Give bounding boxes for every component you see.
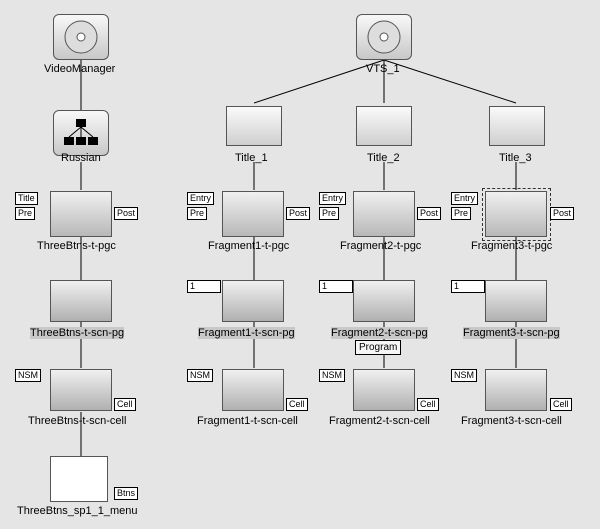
folder-icon[interactable] bbox=[356, 106, 412, 146]
pgc-post-tag: Post bbox=[550, 207, 575, 220]
cell-nsm-tag: NSM bbox=[187, 369, 213, 382]
title3-label: Title_3 bbox=[499, 152, 532, 164]
pgc-pre-tag: Pre bbox=[187, 207, 208, 220]
folder-icon[interactable] bbox=[226, 106, 282, 146]
menu-btns-tag: Btns bbox=[114, 487, 139, 500]
vts-label: VTS_1 bbox=[366, 63, 400, 75]
pgc-title-tag: Title bbox=[15, 192, 38, 205]
program-tooltip: Program bbox=[355, 340, 402, 355]
cell-nsm-tag: NSM bbox=[451, 369, 477, 382]
videomanager-label: VideoManager bbox=[44, 63, 116, 75]
prg-number-tag: 1 bbox=[319, 280, 353, 293]
pgc-label: Fragment3-t-pgc bbox=[471, 240, 553, 252]
pgc-entry-tag: Entry bbox=[319, 192, 347, 205]
clapperboard-icon[interactable] bbox=[353, 369, 415, 411]
clapperboard-icon[interactable] bbox=[222, 369, 284, 411]
title2-label: Title_2 bbox=[367, 152, 400, 164]
prg-label: ThreeBtns-t-scn-pg bbox=[30, 327, 125, 339]
pgc-entry-tag: Entry bbox=[451, 192, 479, 205]
clapperboard-icon[interactable] bbox=[222, 280, 284, 322]
hierarchy-icon[interactable] bbox=[53, 110, 109, 156]
clapperboard-icon[interactable] bbox=[50, 280, 112, 322]
russian-label: Russian bbox=[61, 152, 101, 164]
cell-cell-tag: Cell bbox=[550, 398, 572, 411]
clapperboard-icon[interactable] bbox=[485, 280, 547, 322]
film-reel-icon[interactable] bbox=[50, 191, 112, 237]
pgc-post-tag: Post bbox=[286, 207, 311, 220]
cell-label: Fragment2-t-scn-cell bbox=[329, 415, 430, 427]
pgc-post-tag: Post bbox=[114, 207, 139, 220]
menu-label: ThreeBtns_sp1_1_menu bbox=[17, 505, 138, 517]
pgc-entry-tag: Entry bbox=[187, 192, 215, 205]
film-reel-icon[interactable] bbox=[485, 191, 547, 237]
menu-icon[interactable] bbox=[50, 456, 108, 502]
cell-cell-tag: Cell bbox=[114, 398, 136, 411]
clapperboard-icon[interactable] bbox=[485, 369, 547, 411]
prg-label: Fragment1-t-scn-pg bbox=[198, 327, 295, 339]
cell-label: Fragment3-t-scn-cell bbox=[461, 415, 562, 427]
pgc-post-tag: Post bbox=[417, 207, 442, 220]
cell-label: ThreeBtns-t-scn-cell bbox=[28, 415, 127, 427]
disc-icon[interactable] bbox=[53, 14, 109, 60]
prg-number-tag: 1 bbox=[451, 280, 485, 293]
film-reel-icon[interactable] bbox=[222, 191, 284, 237]
prg-label: Fragment2-t-scn-pg bbox=[331, 327, 428, 339]
pgc-label: ThreeBtns-t-pgc bbox=[37, 240, 116, 252]
pgc-pre-tag: Pre bbox=[15, 207, 36, 220]
cell-label: Fragment1-t-scn-cell bbox=[197, 415, 298, 427]
title1-label: Title_1 bbox=[235, 152, 268, 164]
pgc-label: Fragment1-t-pgc bbox=[208, 240, 290, 252]
pgc-pre-tag: Pre bbox=[451, 207, 472, 220]
prg-label: Fragment3-t-scn-pg bbox=[463, 327, 560, 339]
pgc-label: Fragment2-t-pgc bbox=[340, 240, 422, 252]
prg-number-tag: 1 bbox=[187, 280, 221, 293]
cell-cell-tag: Cell bbox=[286, 398, 308, 411]
cell-cell-tag: Cell bbox=[417, 398, 439, 411]
film-reel-icon[interactable] bbox=[353, 191, 415, 237]
cell-nsm-tag: NSM bbox=[15, 369, 41, 382]
disc-icon[interactable] bbox=[356, 14, 412, 60]
clapperboard-icon[interactable] bbox=[353, 280, 415, 322]
clapperboard-icon[interactable] bbox=[50, 369, 112, 411]
cell-nsm-tag: NSM bbox=[319, 369, 345, 382]
folder-icon[interactable] bbox=[489, 106, 545, 146]
pgc-pre-tag: Pre bbox=[319, 207, 340, 220]
selection-frame bbox=[482, 188, 551, 241]
